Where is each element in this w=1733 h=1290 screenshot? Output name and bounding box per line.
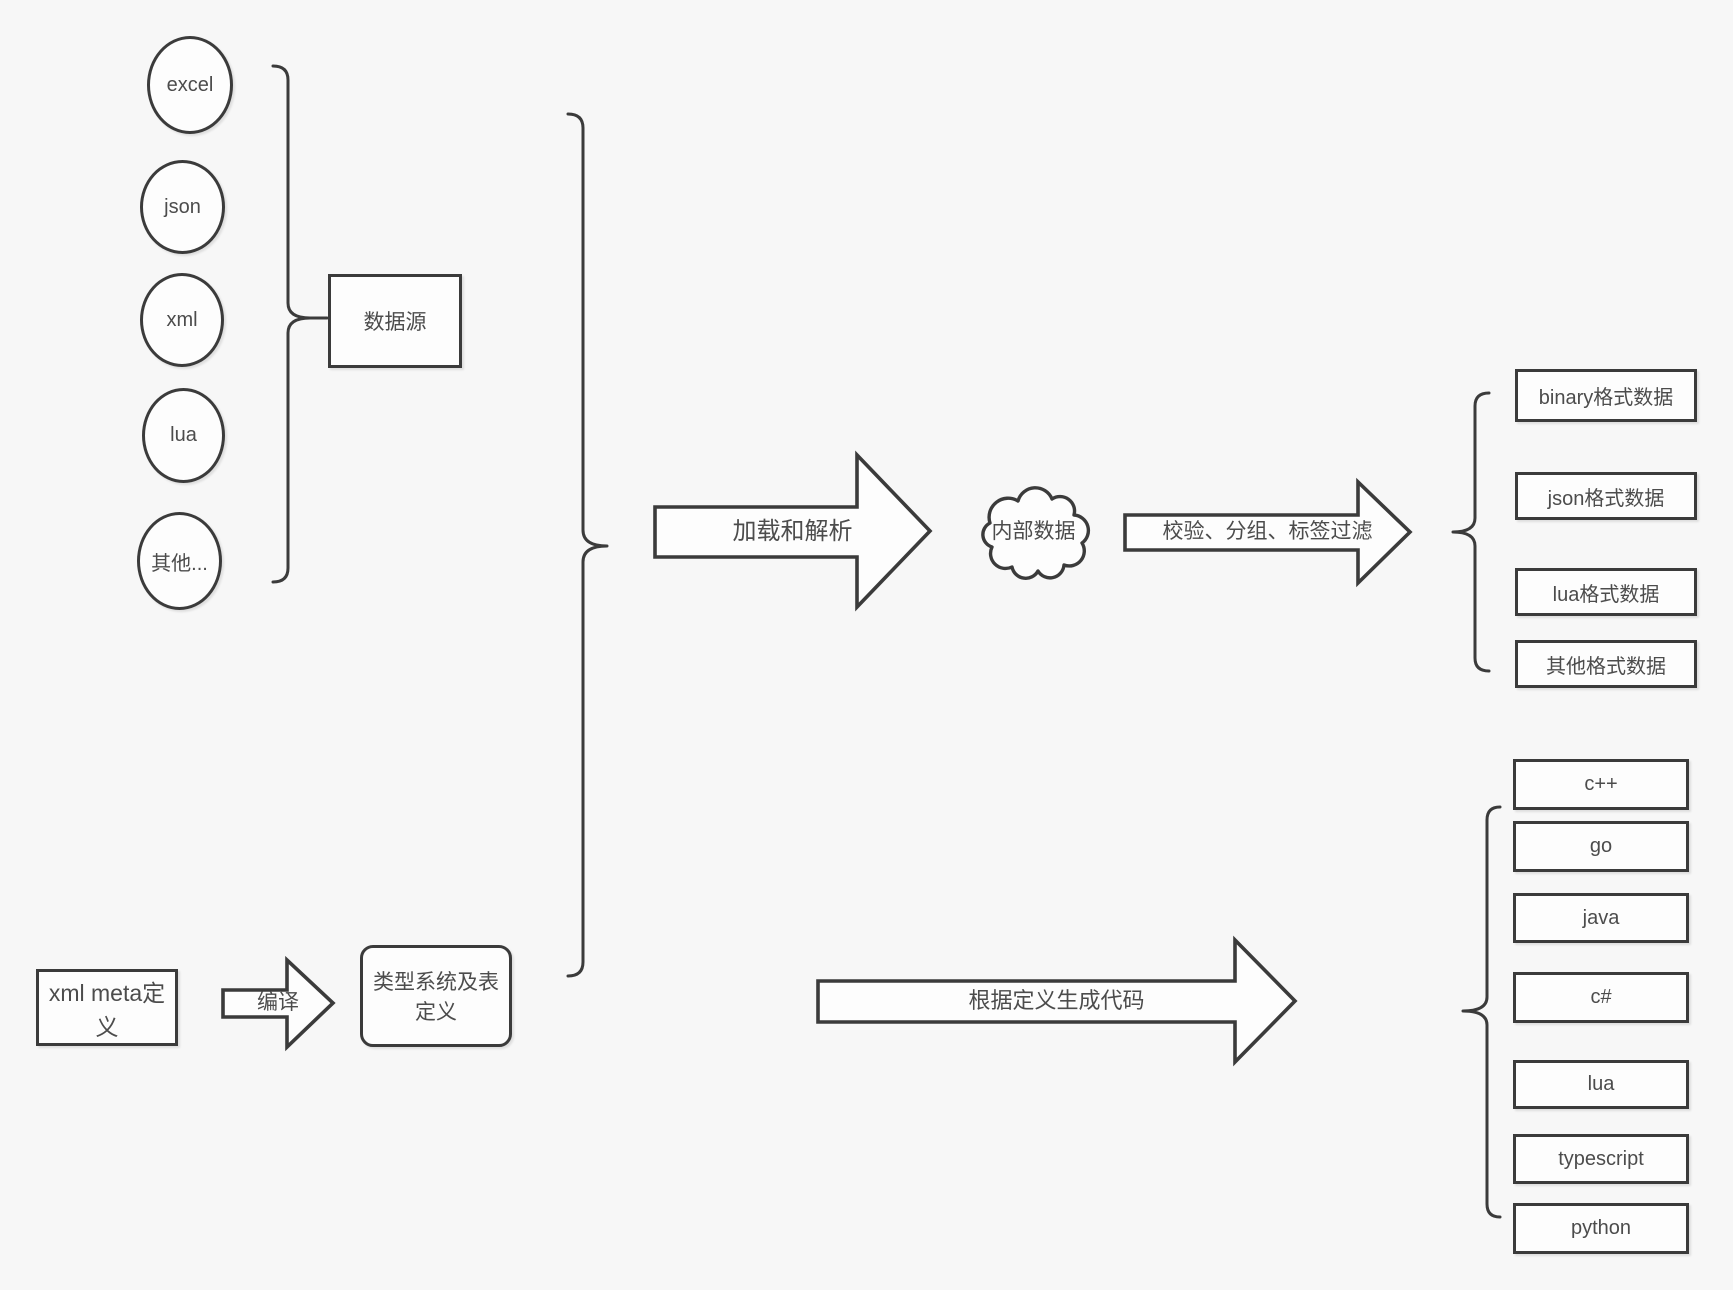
- xml-meta-box-label: xml meta定义: [48, 979, 166, 1040]
- language-box-python-label: python: [1570, 1217, 1632, 1239]
- language-box-lua: lua: [1513, 1060, 1689, 1109]
- languages-brace: [1461, 805, 1502, 1219]
- xml-meta-box: xml meta定义: [36, 969, 178, 1046]
- language-box-cpp: c++: [1513, 759, 1689, 810]
- type-system-box: 类型系统及表定义: [360, 945, 512, 1047]
- language-box-lua-label: lua: [1587, 1073, 1615, 1095]
- language-box-python: python: [1513, 1203, 1689, 1254]
- source-node-xml-label: xml: [166, 308, 198, 331]
- compile-arrow: [221, 955, 336, 1052]
- source-node-excel-label: excel: [166, 73, 214, 96]
- codegen-arrow: [816, 935, 1298, 1067]
- language-box-typescript-label: typescript: [1558, 1147, 1644, 1170]
- main-brace: [566, 112, 609, 978]
- language-box-java: java: [1513, 893, 1689, 943]
- source-node-json-label: json: [164, 195, 201, 218]
- language-box-csharp-label: c#: [1590, 986, 1612, 1008]
- sources-brace: [271, 64, 312, 584]
- data-source-box-label: 数据源: [363, 311, 427, 334]
- source-node-lua: lua: [142, 388, 225, 483]
- load-parse-arrow: [653, 450, 933, 612]
- language-box-go: go: [1513, 821, 1689, 872]
- language-box-java-label: java: [1582, 906, 1620, 929]
- language-box-csharp: c#: [1513, 972, 1689, 1023]
- language-box-typescript: typescript: [1513, 1134, 1689, 1184]
- source-node-others-label: 其他...: [151, 552, 208, 575]
- format-box-binary: binary格式数据: [1515, 369, 1697, 422]
- source-node-json: json: [140, 160, 225, 254]
- type-system-box-label: 类型系统及表定义: [373, 971, 499, 1024]
- filter-arrow: [1123, 477, 1413, 588]
- format-box-binary-label: binary格式数据: [1538, 387, 1674, 409]
- source-node-xml: xml: [140, 273, 224, 367]
- format-box-json-label: json格式数据: [1547, 487, 1665, 510]
- language-box-cpp-label: c++: [1584, 773, 1618, 795]
- format-box-others-label: 其他格式数据: [1546, 655, 1666, 678]
- internal-data-cloud: [981, 486, 1091, 580]
- format-box-lua-label: lua格式数据: [1552, 583, 1660, 606]
- source-node-excel: excel: [147, 36, 233, 134]
- data-source-box: 数据源: [328, 274, 462, 368]
- format-box-lua: lua格式数据: [1515, 568, 1697, 616]
- format-box-json: json格式数据: [1515, 472, 1697, 520]
- formats-brace: [1451, 391, 1491, 673]
- language-box-go-label: go: [1589, 835, 1613, 857]
- source-node-lua-label: lua: [170, 424, 197, 446]
- source-node-others: 其他...: [137, 512, 222, 610]
- format-box-others: 其他格式数据: [1515, 640, 1697, 688]
